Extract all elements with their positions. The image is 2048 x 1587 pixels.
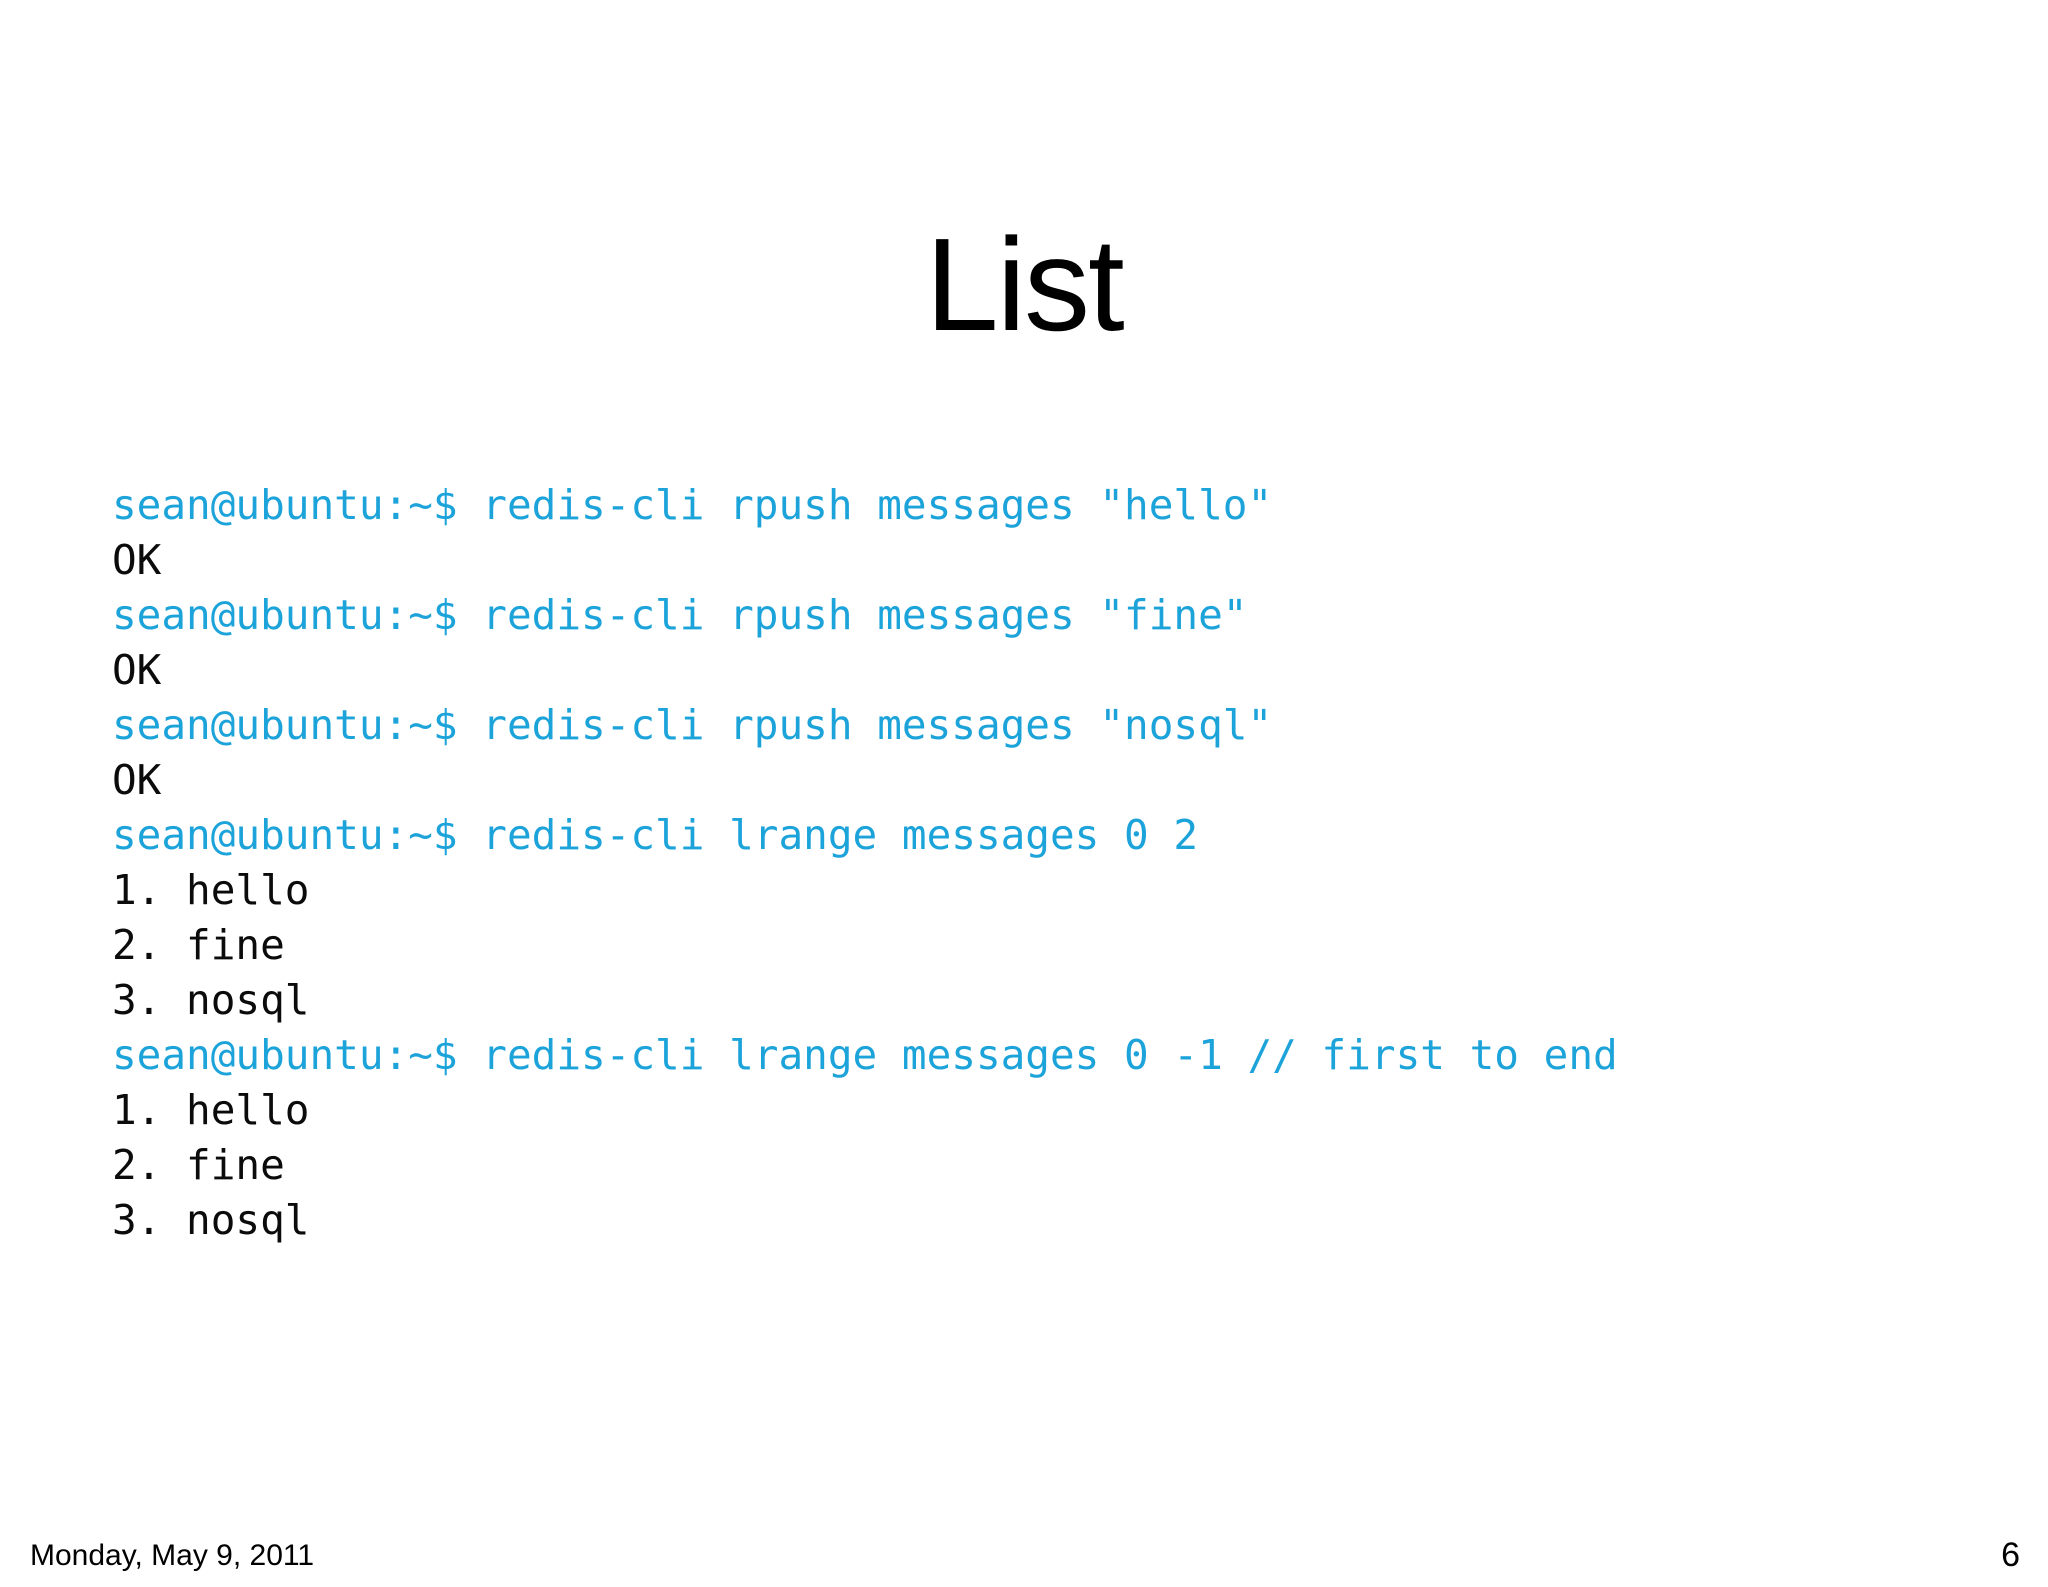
- terminal-output-line: OK: [112, 536, 162, 584]
- terminal-output-line: 3. nosql: [112, 976, 310, 1024]
- terminal-output-line: 3. nosql: [112, 1196, 310, 1244]
- terminal-transcript: sean@ubuntu:~$ redis-cli rpush messages …: [112, 478, 1962, 1248]
- page-title: List: [925, 211, 1124, 359]
- footer-page-number: 6: [2001, 1536, 2020, 1574]
- terminal-command-line: sean@ubuntu:~$ redis-cli rpush messages …: [112, 701, 1273, 749]
- terminal-command-line: sean@ubuntu:~$ redis-cli lrange messages…: [112, 1031, 1618, 1079]
- terminal-output-line: 2. fine: [112, 1141, 285, 1189]
- terminal-output-line: OK: [112, 756, 162, 804]
- terminal-output-line: 2. fine: [112, 921, 285, 969]
- terminal-output-line: 1. hello: [112, 1086, 310, 1134]
- terminal-command-line: sean@ubuntu:~$ redis-cli rpush messages …: [112, 591, 1248, 639]
- footer-date: Monday, May 9, 2011: [30, 1539, 315, 1572]
- terminal-output-line: 1. hello: [112, 866, 310, 914]
- terminal-command-line: sean@ubuntu:~$ redis-cli lrange messages…: [112, 811, 1199, 859]
- terminal-command-line: sean@ubuntu:~$ redis-cli rpush messages …: [112, 481, 1273, 529]
- terminal-output-line: OK: [112, 646, 162, 694]
- slide-footer: Monday, May 9, 2011 6: [0, 1511, 2048, 1587]
